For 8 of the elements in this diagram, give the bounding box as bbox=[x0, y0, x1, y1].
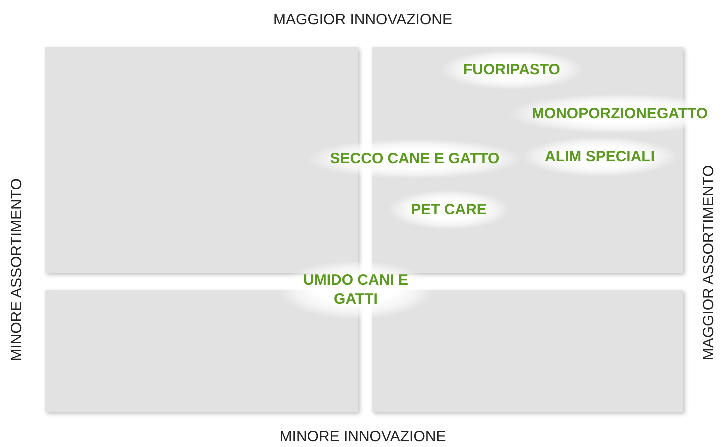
axis-label: MINORE INNOVAZIONE bbox=[280, 428, 446, 446]
category-label: UMIDO CANI E GATTI bbox=[279, 261, 433, 319]
axis-label: MINORE ASSORTIMENTO bbox=[8, 178, 26, 362]
axis-label: MAGGIOR INNOVAZIONE bbox=[274, 12, 452, 28]
axis-label: MAGGIOR ASSORTIMENTO bbox=[700, 165, 718, 361]
category-label: FUORIPASTO bbox=[442, 50, 582, 90]
category-label: PET CARE bbox=[389, 190, 509, 230]
category-label: ALIM SPECIALI bbox=[523, 138, 677, 176]
